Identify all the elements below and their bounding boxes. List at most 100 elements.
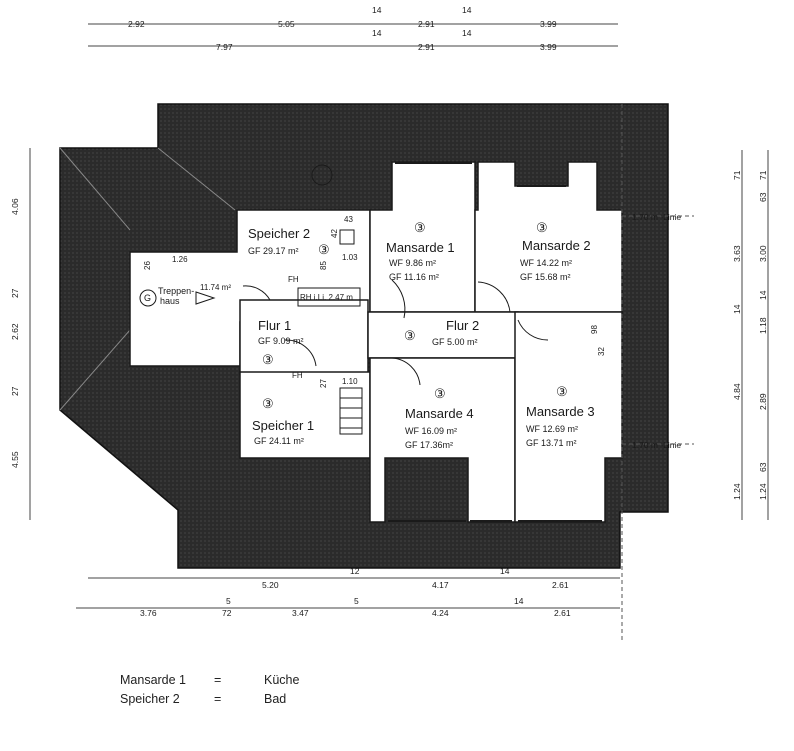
- svg-text:26: 26: [143, 261, 152, 270]
- legend: Mansarde 1 = Küche Speicher 2 = Bad: [120, 670, 299, 708]
- svg-text:FH: FH: [288, 275, 299, 284]
- svg-text:5: 5: [226, 596, 231, 606]
- legend-equals: =: [214, 691, 222, 706]
- room-speicher-1: ③ Speicher 1 GF 24.11 m²: [252, 396, 314, 446]
- svg-text:2.61: 2.61: [552, 580, 569, 590]
- room-mark: ③: [434, 386, 446, 401]
- svg-text:11.74 m²: 11.74 m²: [200, 283, 231, 292]
- svg-text:2.62: 2.62: [10, 323, 20, 340]
- height-line-label-bottom: 1.70 m -Linie: [632, 440, 681, 450]
- svg-text:2.89: 2.89: [758, 393, 768, 410]
- room-mark: G: [144, 293, 151, 303]
- svg-text:4.55: 4.55: [10, 451, 20, 468]
- svg-text:14: 14: [372, 5, 382, 15]
- svg-text:14: 14: [732, 304, 742, 314]
- height-lines: [621, 104, 694, 640]
- interior: [129, 161, 623, 523]
- room-mansarde-1: ③ Mansarde 1 WF 9.86 m² GF 11.16 m²: [386, 220, 455, 282]
- svg-text:3.99: 3.99: [540, 19, 557, 29]
- svg-text:Speicher 1: Speicher 1: [252, 418, 314, 433]
- legend-equals: =: [214, 672, 222, 687]
- svg-text:Flur 2: Flur 2: [446, 318, 479, 333]
- room-mansarde-2: ③ Mansarde 2 WF 14.22 m² GF 15.68 m²: [520, 220, 591, 282]
- svg-text:1.26: 1.26: [172, 255, 188, 264]
- svg-text:3.76: 3.76: [140, 608, 157, 618]
- svg-text:14: 14: [758, 290, 768, 300]
- svg-text:12: 12: [350, 566, 360, 576]
- svg-text:GF 13.71 m²: GF 13.71 m²: [526, 438, 577, 448]
- svg-text:63: 63: [758, 462, 768, 472]
- svg-text:32: 32: [597, 347, 606, 356]
- svg-text:Treppen-: Treppen-: [158, 286, 194, 296]
- svg-text:4.17: 4.17: [432, 580, 449, 590]
- room-mark: ③: [262, 396, 274, 411]
- svg-text:85: 85: [319, 261, 328, 270]
- legend-usage: Küche: [264, 672, 300, 687]
- room-treppenhaus: G Treppen- haus 11.74 m²: [139, 283, 231, 307]
- svg-text:Mansarde 3: Mansarde 3: [526, 404, 595, 419]
- svg-text:WF 9.86 m²: WF 9.86 m²: [389, 258, 436, 268]
- annotations: FH FH RH i.Li. 2.47 m 43 42 1.03 1.26 1.…: [143, 215, 606, 388]
- svg-text:71: 71: [758, 170, 768, 180]
- svg-text:4.84: 4.84: [732, 383, 742, 400]
- svg-text:72: 72: [222, 608, 232, 618]
- svg-text:Mansarde 1: Mansarde 1: [386, 240, 455, 255]
- svg-text:3.00: 3.00: [758, 245, 768, 262]
- legend-room: Mansarde 1: [120, 672, 187, 687]
- doors: [242, 164, 549, 386]
- svg-text:1.24: 1.24: [732, 483, 742, 500]
- svg-text:14: 14: [514, 596, 524, 606]
- svg-text:4.24: 4.24: [432, 608, 449, 618]
- dimension-lines: [29, 23, 769, 609]
- room-mansarde-4: ③ Mansarde 4 WF 16.09 m² GF 17.36m²: [405, 386, 474, 450]
- svg-text:3.47: 3.47: [292, 608, 309, 618]
- svg-text:WF 12.69 m²: WF 12.69 m²: [526, 424, 578, 434]
- svg-text:Mansarde 4: Mansarde 4: [405, 406, 474, 421]
- svg-text:GF 5.00 m²: GF 5.00 m²: [432, 337, 478, 347]
- stair: [195, 229, 363, 435]
- svg-text:5.20: 5.20: [262, 580, 279, 590]
- room-speicher-2: Speicher 2 GF 29.17 m² ③: [248, 226, 330, 257]
- room-flur-2: ③ Flur 2 GF 5.00 m²: [404, 318, 479, 347]
- svg-text:FH: FH: [292, 371, 303, 380]
- svg-text:3.63: 3.63: [732, 245, 742, 262]
- svg-text:Mansarde 2: Mansarde 2: [522, 238, 591, 253]
- svg-text:RH i.Li. 2.47 m: RH i.Li. 2.47 m: [300, 293, 353, 302]
- room-mark: ③: [318, 242, 330, 257]
- svg-text:14: 14: [500, 566, 510, 576]
- svg-text:7.97: 7.97: [216, 42, 233, 52]
- svg-text:4.06: 4.06: [10, 198, 20, 215]
- svg-text:Speicher 2: Speicher 2: [248, 226, 310, 241]
- room-mark: ③: [404, 328, 416, 343]
- legend-room: Speicher 2: [120, 691, 180, 706]
- floor-plan: 2.92 5.05 14 2.91 14 3.99 7.97 14 2.91 1…: [10, 5, 769, 640]
- right-dimensions: 71 71 3.63 14 4.84 1.24 63 3.00 14 1.18 …: [732, 170, 768, 500]
- svg-text:WF 16.09 m²: WF 16.09 m²: [405, 426, 457, 436]
- svg-text:3.99: 3.99: [540, 42, 557, 52]
- svg-text:GF 29.17 m²: GF 29.17 m²: [248, 246, 299, 256]
- room-mansarde-3: ③ Mansarde 3 WF 12.69 m² GF 13.71 m²: [526, 384, 595, 448]
- left-dimensions: 4.06 27 2.62 27 4.55: [10, 198, 20, 468]
- svg-text:1.03: 1.03: [342, 253, 358, 262]
- svg-text:1.24: 1.24: [758, 483, 768, 500]
- legend-row: Speicher 2 = Bad: [120, 689, 299, 708]
- svg-text:27: 27: [10, 288, 20, 298]
- legend-row: Mansarde 1 = Küche: [120, 670, 299, 689]
- svg-text:2.92: 2.92: [128, 19, 145, 29]
- svg-text:14: 14: [462, 28, 472, 38]
- svg-text:GF 17.36m²: GF 17.36m²: [405, 440, 453, 450]
- room-flur-1: Flur 1 GF 9.09 m² ③: [258, 318, 304, 367]
- svg-text:haus: haus: [160, 296, 180, 306]
- svg-text:42: 42: [330, 229, 339, 238]
- svg-text:27: 27: [10, 386, 20, 396]
- bottom-dimensions: 5.20 12 4.17 14 2.61 3.76 5 72 3.47 5 4.…: [140, 566, 571, 618]
- svg-text:1.10: 1.10: [342, 377, 358, 386]
- svg-text:GF 9.09 m²: GF 9.09 m²: [258, 336, 304, 346]
- svg-text:GF 24.11 m²: GF 24.11 m²: [254, 436, 304, 446]
- top-dimensions: 2.92 5.05 14 2.91 14 3.99 7.97 14 2.91 1…: [128, 5, 557, 52]
- room-mark: ③: [414, 220, 426, 235]
- svg-text:5: 5: [354, 596, 359, 606]
- room-mark: ③: [262, 352, 274, 367]
- dormer-windows: [388, 162, 602, 522]
- svg-text:1.18: 1.18: [758, 317, 768, 334]
